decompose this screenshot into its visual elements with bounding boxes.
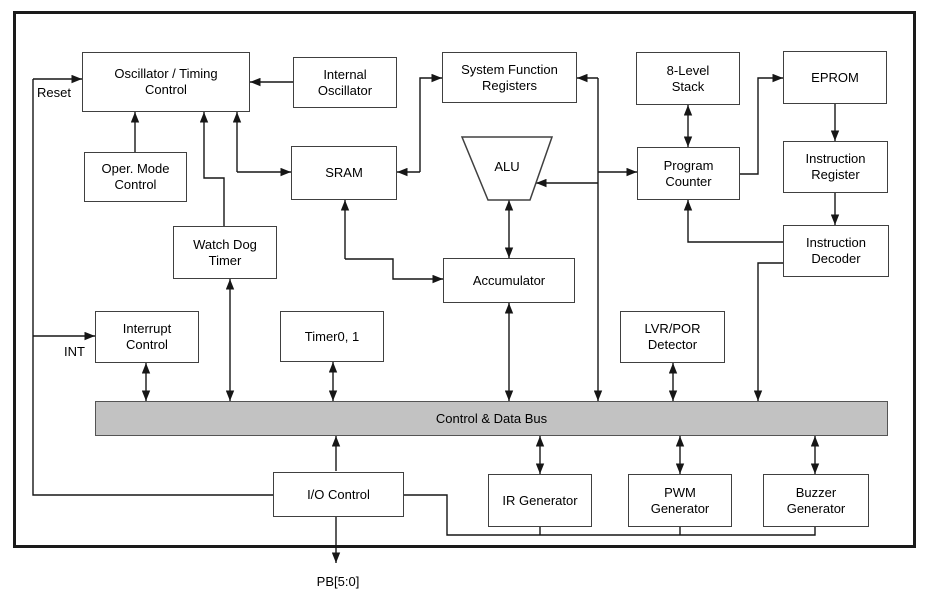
block-alu: ALU bbox=[494, 158, 520, 174]
block-eprom: EPROM bbox=[783, 51, 887, 104]
block-accumulator: Accumulator bbox=[443, 258, 575, 303]
block-buzzer-generator: Buzzer Generator bbox=[763, 474, 869, 527]
block-timer0-1: Timer0, 1 bbox=[280, 311, 384, 362]
block-lvr-por-detector: LVR/POR Detector bbox=[620, 311, 725, 363]
block-8-level-stack: 8-Level Stack bbox=[636, 52, 740, 105]
block-io-control: I/O Control bbox=[273, 472, 404, 517]
block-oscillator-timing-control: Oscillator / Timing Control bbox=[82, 52, 250, 112]
block-interrupt-control: Interrupt Control bbox=[95, 311, 199, 363]
block-ir-generator: IR Generator bbox=[488, 474, 592, 527]
block-instruction-decoder: Instruction Decoder bbox=[783, 225, 889, 277]
block-watch-dog-timer: Watch Dog Timer bbox=[173, 226, 277, 279]
block-sram: SRAM bbox=[291, 146, 397, 200]
block-oper-mode-control: Oper. Mode Control bbox=[84, 152, 187, 202]
block-pwm-generator: PWM Generator bbox=[628, 474, 732, 527]
block-internal-oscillator: Internal Oscillator bbox=[293, 57, 397, 108]
block-system-function-registers: System Function Registers bbox=[442, 52, 577, 103]
block-instruction-register: Instruction Register bbox=[783, 141, 888, 193]
pin-label-reset: Reset bbox=[37, 85, 71, 100]
bus-label: Control & Data Bus bbox=[435, 411, 548, 426]
control-data-bus: Control & Data Bus bbox=[95, 401, 888, 436]
pin-label-pb: PB[5:0] bbox=[316, 574, 360, 589]
chip-outline bbox=[13, 11, 916, 548]
block-program-counter: Program Counter bbox=[637, 147, 740, 200]
pin-label-int: INT bbox=[64, 344, 85, 359]
